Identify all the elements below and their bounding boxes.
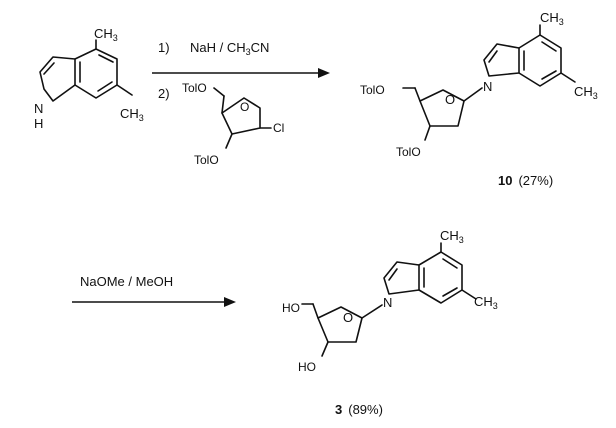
reaction-arrow-2: NaOMe / MeOH bbox=[72, 274, 236, 307]
p3-caption: 3 (89%) bbox=[335, 402, 383, 417]
start-methyl-right-label: CH3 bbox=[120, 106, 144, 123]
start-n-label: N bbox=[34, 101, 43, 116]
product-10: CH3 CH3 N O TolO TolO 10 (27%) bbox=[360, 10, 598, 188]
sugar-tolo-top: TolO bbox=[182, 81, 207, 95]
p10-methyl-top: CH3 bbox=[540, 10, 564, 27]
sugar-ring-o: O bbox=[240, 100, 249, 114]
p3-n-label: N bbox=[383, 295, 392, 310]
p10-methyl-right: CH3 bbox=[574, 84, 598, 101]
p3-methyl-right: CH3 bbox=[474, 294, 498, 311]
p3-ring-o: O bbox=[343, 310, 353, 325]
p10-number: 10 bbox=[498, 173, 512, 188]
p3-ho-bottom: HO bbox=[298, 360, 316, 374]
product-3: CH3 CH3 N O HO HO 3 (89%) bbox=[282, 228, 498, 417]
p3-number: 3 bbox=[335, 402, 342, 417]
step3-reagent: NaOMe / MeOH bbox=[80, 274, 173, 289]
starting-material-indole: CH3 CH3 N H bbox=[34, 26, 144, 131]
p10-yield: (27%) bbox=[518, 173, 553, 188]
sugar-tolo-bottom: TolO bbox=[194, 153, 219, 167]
reaction-arrow-1 bbox=[152, 68, 330, 78]
p3-methyl-top: CH3 bbox=[440, 228, 464, 245]
reagents-step-1: 1) NaH / CH3CN 2) bbox=[158, 40, 269, 101]
p10-ring-o: O bbox=[445, 92, 455, 107]
p10-caption: 10 (27%) bbox=[498, 173, 553, 188]
p10-tolo-top: TolO bbox=[360, 83, 385, 97]
start-methyl-top-label: CH3 bbox=[94, 26, 118, 43]
sugar-cl: Cl bbox=[273, 121, 284, 135]
p10-n-label: N bbox=[483, 79, 492, 94]
step1-number: 1) bbox=[158, 40, 170, 55]
sugar-chloride-reagent: O TolO TolO Cl bbox=[182, 81, 284, 167]
p10-tolo-bottom: TolO bbox=[396, 145, 421, 159]
start-nh-label: H bbox=[34, 116, 43, 131]
p3-ho-top: HO bbox=[282, 301, 300, 315]
p3-yield: (89%) bbox=[348, 402, 383, 417]
step2-number: 2) bbox=[158, 86, 170, 101]
step1-reagent: NaH / CH3CN bbox=[190, 40, 269, 57]
